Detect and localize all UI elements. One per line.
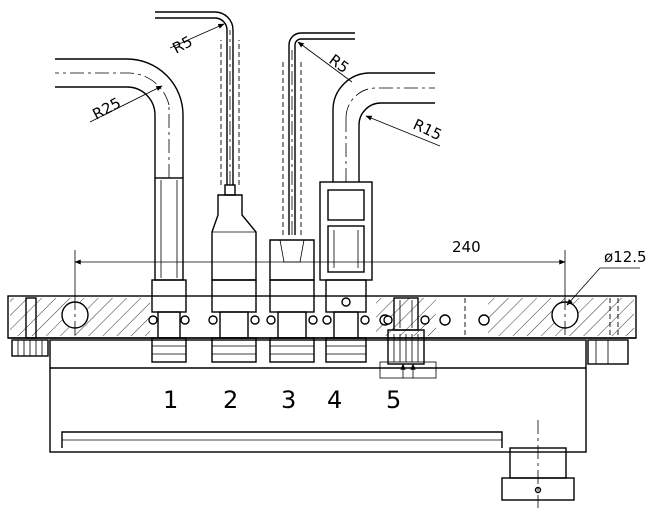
callout-5: 5 (386, 386, 401, 414)
callout-2: 2 (223, 386, 238, 414)
dimension-lines (74, 23, 640, 306)
connector-5 (379, 297, 437, 379)
lower-housing (49, 339, 587, 453)
callout-1: 1 (163, 386, 178, 414)
dim-r5-right: R5 (326, 51, 353, 77)
callout-3: 3 (281, 386, 296, 414)
dim-r5-left: R5 (169, 32, 195, 57)
right-clamp (587, 339, 629, 365)
connector-4 (319, 72, 435, 363)
mounting-hole-left (61, 296, 89, 338)
connector-1 (55, 58, 190, 363)
connector-2 (155, 11, 260, 363)
connector-3 (266, 32, 355, 363)
dim-r15: R15 (410, 115, 444, 144)
mounting-hole-right (551, 296, 579, 338)
callout-4: 4 (327, 386, 342, 414)
mounting-plate (7, 295, 637, 339)
bottom-foot (501, 420, 575, 508)
dim-hole-dia: ø12.5 (604, 248, 647, 266)
dim-width: 240 (452, 238, 481, 256)
left-clamp (11, 297, 49, 357)
dim-r25: R25 (89, 94, 124, 124)
